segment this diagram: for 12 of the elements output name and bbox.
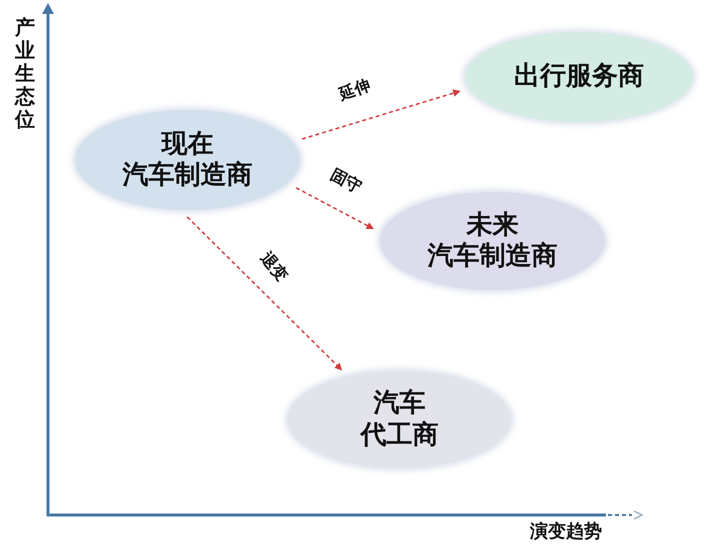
axis-label: 产业生态位 <box>15 16 35 131</box>
node-label: 出行服务商 <box>514 61 644 93</box>
axis-label: 演变趋势 <box>530 521 602 543</box>
node-label: 汽车制造商 <box>428 241 558 272</box>
node-label: 代工商 <box>360 420 438 451</box>
arrow <box>296 187 374 230</box>
node-label: 汽车制造商 <box>122 160 252 192</box>
node-label: 未来 <box>466 210 518 241</box>
arrow <box>186 216 342 370</box>
arrow <box>302 90 461 140</box>
node-label: 汽车 <box>374 388 426 420</box>
node-label: 现在 <box>162 128 214 160</box>
